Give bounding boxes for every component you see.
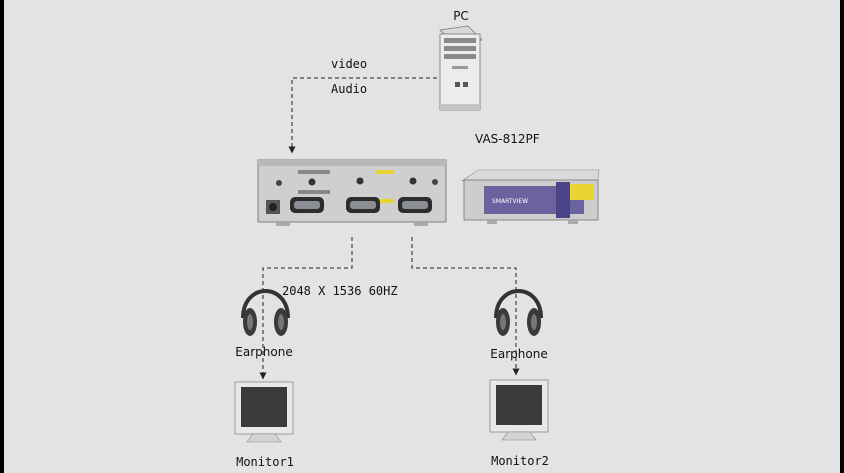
earphone-left-icon [241, 289, 290, 336]
switch-to-monitor1-line [259, 237, 353, 380]
video-label: video [331, 57, 367, 71]
model-label: VAS-812PF [475, 132, 540, 146]
diagram-background [4, 0, 840, 473]
monitor2-icon [489, 379, 549, 441]
switch-to-monitor2-line [411, 237, 520, 376]
device-front-text: SMARTVIEW [492, 198, 528, 205]
earphone-left-label: Earphone [235, 345, 292, 359]
earphone-right-icon [494, 289, 543, 336]
monitor1-label: Monitor1 [236, 455, 294, 469]
resolution-label: 2048 X 1536 60HZ [282, 284, 398, 298]
earphone-right-label: Earphone [490, 347, 547, 361]
audio-label: Audio [331, 82, 367, 96]
pc-label: PC [453, 9, 469, 23]
monitor2-label: Monitor2 [491, 454, 549, 468]
pc-to-switch-line [288, 77, 437, 154]
pc-tower-icon [439, 25, 483, 111]
monitor1-icon [234, 381, 294, 443]
switch-front-view: SMARTVIEW [461, 169, 600, 224]
switch-rear-panel [257, 159, 447, 226]
